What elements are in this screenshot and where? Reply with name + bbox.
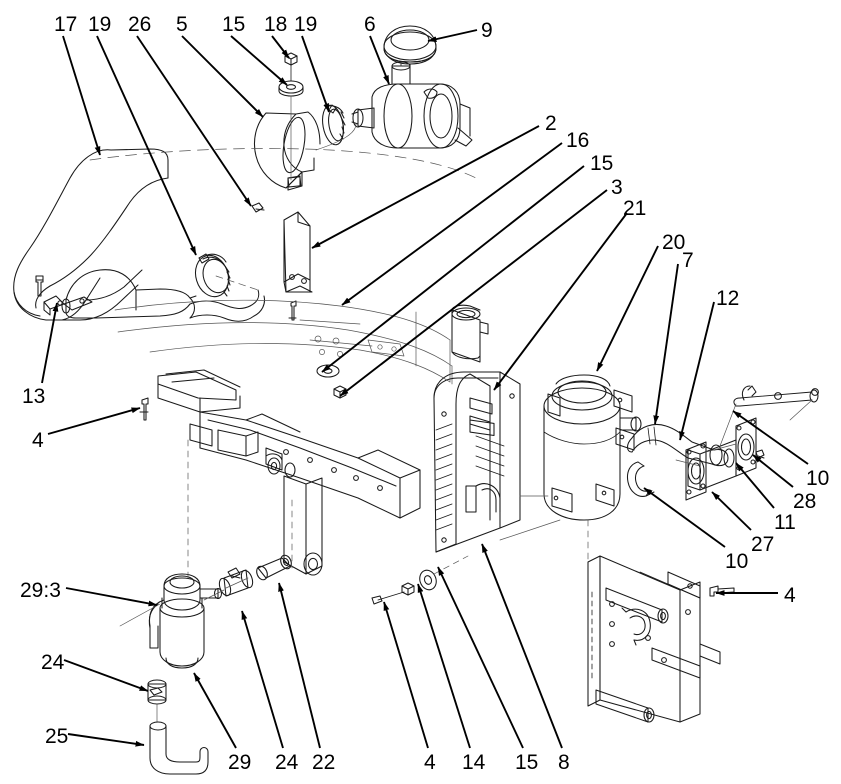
callout-3: 3 [611,176,623,199]
callout-9: 9 [481,19,493,42]
leader-line-15 [230,35,288,86]
leader-line-11 [735,462,775,509]
callout-11: 11 [774,511,796,534]
callout-8: 8 [558,751,570,774]
leader-line-18 [271,35,290,59]
leader-line-4 [383,601,429,749]
leader-line-29 [193,672,237,749]
leader-line-27 [711,491,752,531]
chassis-panel-art [89,148,481,385]
leader-line-16 [341,142,563,306]
leader-line-15 [321,165,585,373]
callout-29: 29 [228,751,252,774]
callout-19: 19 [294,13,318,36]
callout-6: 6 [364,13,376,36]
callout-16: 16 [566,129,590,152]
leader-line-2 [311,125,540,249]
leader-lines [41,29,809,749]
callout-10: 10 [806,467,830,490]
leader-line-5 [181,35,264,118]
tube-clamp-band-art [194,253,231,298]
leader-line-24 [63,659,149,692]
leader-line-7 [653,263,679,425]
callout-28: 28 [793,490,817,513]
callout-21: 21 [623,197,647,220]
callout-4: 4 [32,429,44,452]
leader-line-8 [481,543,563,749]
leader-line-10 [643,487,726,548]
leader-line-19 [96,35,197,256]
callout-19: 19 [88,13,112,36]
callout-22: 22 [312,751,336,774]
callout-4: 4 [424,751,436,774]
oil-separator-canister-art [119,573,223,669]
callout-7: 7 [682,249,694,272]
callout-26: 26 [128,13,152,36]
leader-line-22 [278,582,321,749]
nut-washer-art [278,52,304,97]
leader-line-28 [752,454,794,488]
callout-2: 2 [545,112,557,135]
leader-line-21 [493,212,628,391]
assembly-reference-lines [187,61,813,601]
callout-24: 24 [41,651,65,674]
callout-29-3: 29:3 [20,579,61,602]
air-cleaner-canister-art [543,374,642,521]
frame-rail-weldment-art [139,369,421,576]
flange-adapters-art [685,417,765,501]
lower-elbow-hose-art [35,269,265,322]
hose-clamp-mid-art [218,567,254,597]
fastener-stack-art [371,555,469,605]
callout-4: 4 [784,584,796,607]
callout-15: 15 [590,152,614,175]
leader-line-20 [596,245,659,372]
precleaner-housing-art [433,371,521,553]
breather-tube-art [256,554,292,581]
leader-line-13 [41,302,59,384]
leader-line-15 [437,566,524,749]
upper-radiator-hose-art [13,148,169,321]
leader-line-4 [47,407,141,435]
callout-10: 10 [725,550,749,573]
hose-clamp-duct-art [322,104,346,146]
leader-line-14 [417,583,471,749]
leader-line-12 [679,301,715,441]
leader-line-24 [241,610,284,749]
leader-line-17 [62,35,101,156]
rod-assembly-art [733,385,819,407]
leader-line-6 [369,35,390,85]
leader-line-9 [427,29,478,42]
callout-12: 12 [716,287,740,310]
leader-line-26 [136,35,252,207]
callout-15: 15 [222,13,246,36]
leader-line-25 [67,733,145,747]
leader-line-29-3 [65,587,158,607]
callout-20: 20 [662,231,686,254]
vent-valve-body-art [351,61,473,149]
callout-5: 5 [176,13,188,36]
callout-13: 13 [22,385,46,408]
callout-14: 14 [462,751,486,774]
air-inlet-duct-art [253,111,321,191]
leader-line-10 [732,410,809,465]
callout-24: 24 [275,751,299,774]
callout-18: 18 [264,13,288,36]
lower-support-panel-art [587,555,735,723]
callout-15: 15 [515,751,539,774]
callout-25: 25 [45,725,69,748]
callout-27: 27 [751,533,775,556]
callout-17: 17 [54,13,78,36]
leader-line-3 [339,189,608,397]
drain-hose-art [147,679,209,775]
leader-line-19 [301,35,330,113]
dome-cover-art [383,25,437,67]
